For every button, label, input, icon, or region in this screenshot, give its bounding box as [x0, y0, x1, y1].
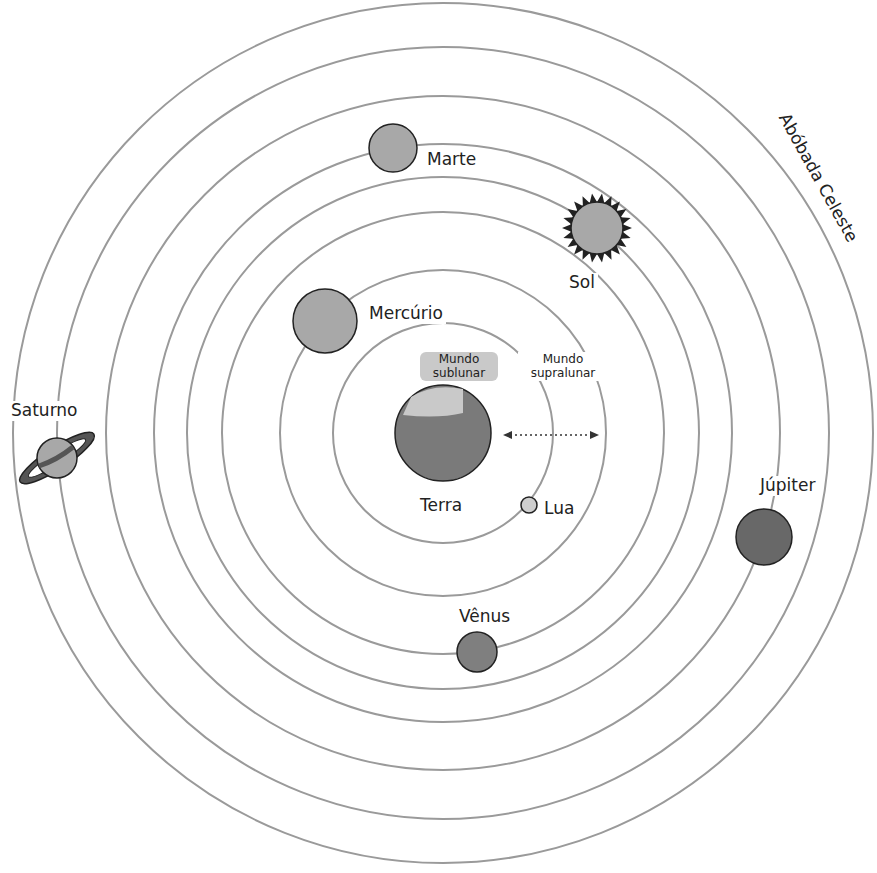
body-name: Saturno — [8, 401, 81, 421]
body-name: Júpiter — [757, 476, 818, 496]
earth: Terra — [393, 383, 493, 483]
planet-venus: Vênus — [455, 630, 499, 674]
planet-mercury: Mercúrio — [291, 287, 359, 355]
sphere-label: Abóbada Celeste — [773, 108, 863, 249]
body-name: Mercúrio — [366, 304, 446, 324]
planet-saturn: Saturno — [0, 386, 129, 530]
planet-mars-shape — [367, 122, 419, 174]
body-name: Vênus — [456, 607, 513, 627]
moon: Lua — [519, 495, 539, 515]
planet-venus-shape — [455, 630, 499, 674]
planet-jupiter-shape — [734, 507, 794, 567]
sun: Sol — [559, 190, 635, 266]
body-name: Marte — [424, 150, 479, 170]
moon-shape — [519, 495, 539, 515]
planet-jupiter: Júpiter — [734, 507, 794, 567]
planet-mercury-shape — [291, 287, 359, 355]
region-label: Mundo supralunar — [518, 352, 608, 381]
earth-shape — [393, 383, 493, 483]
sun-shape — [559, 190, 635, 266]
region-label: Mundo sublunar — [420, 352, 498, 381]
body-name: Terra — [417, 496, 465, 516]
body-name: Sol — [566, 273, 598, 293]
body-name: Lua — [541, 499, 577, 519]
planet-mars: Marte — [367, 122, 419, 174]
boundary-arrow — [510, 434, 592, 436]
